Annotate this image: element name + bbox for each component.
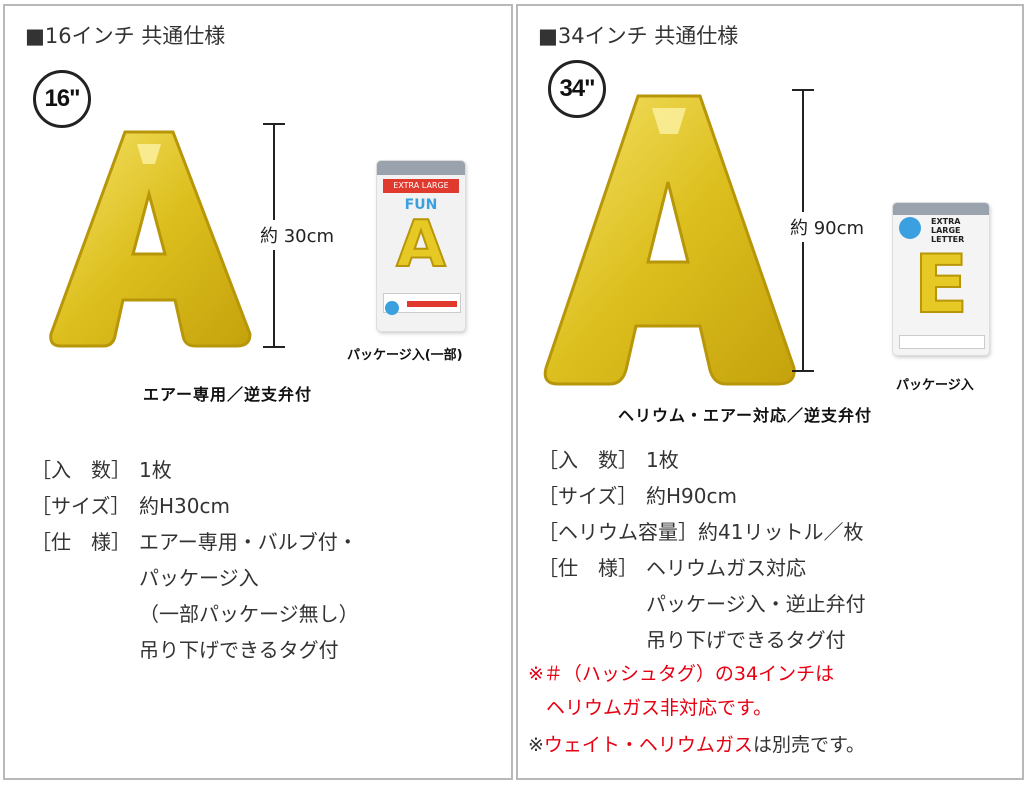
dimension-label: 約 90cm [790, 212, 865, 242]
package-label: パッケージ入(一部) [347, 348, 463, 363]
package-brand: EXTRA LARGE LETTER [931, 217, 965, 244]
spec-row: ［入 数］1枚 [538, 448, 679, 472]
feature-caption: エアー専用／逆支弁付 [143, 385, 313, 404]
spec-row: （一部パッケージ無し） [139, 602, 359, 626]
package-brand: FUN [404, 197, 438, 213]
spec-row: 吊り下げできるタグ付 [139, 638, 339, 662]
spec-list: ［入 数］1枚 ［サイズ］約H90cm ［ヘリウム容量］約41リットル／枚 ［仕… [538, 442, 866, 658]
spec-panel-34inch: ■34インチ 共通仕様 34" A 約 90cm EXTRA LARGE LET… [516, 4, 1024, 780]
spec-row: ［仕 様］ヘリウムガス対応 [538, 556, 806, 580]
helium-note-line2: ヘリウムガス非対応です。 [546, 697, 773, 719]
helium-note-line1: ※＃（ハッシュタグ）の34インチは [528, 663, 835, 685]
package-label: パッケージ入 [896, 378, 974, 393]
size-badge: 34" [548, 60, 606, 118]
spec-row: 吊り下げできるタグ付 [646, 628, 846, 652]
balloon-letter-image [543, 94, 796, 386]
spec-row: ［仕 様］エアー専用・バルブ付・ [31, 530, 358, 554]
package-letter: E [913, 238, 970, 331]
balloon-letter-image [49, 130, 252, 348]
spec-panel-16inch: ■16インチ 共通仕様 16" A 約 30cm EXTRA LARGE FUN… [3, 4, 513, 780]
spec-row: パッケージ入 [139, 566, 259, 590]
spec-row: ［サイズ］約H90cm [538, 484, 737, 508]
package-image: EXTRA LARGE LETTER E [893, 203, 989, 355]
sold-separately-note: ※ウェイト・ヘリウムガスは別売です。 [528, 734, 866, 756]
spec-row: パッケージ入・逆止弁付 [646, 592, 866, 616]
package-letter: A [395, 208, 447, 282]
panel-heading: ■34インチ 共通仕様 [538, 24, 739, 48]
size-badge: 16" [33, 70, 91, 128]
feature-caption: ヘリウム・エアー対応／逆支弁付 [618, 406, 873, 425]
spec-row: ［入 数］1枚 [31, 458, 172, 482]
spec-list: ［入 数］1枚 ［サイズ］約H30cm ［仕 様］エアー専用・バルブ付・ パッケ… [31, 452, 359, 668]
dimension-cap-bottom [792, 370, 814, 372]
dimension-label: 約 30cm [260, 220, 335, 250]
dimension-cap-bottom [263, 346, 285, 348]
panel-heading: ■16インチ 共通仕様 [25, 24, 226, 48]
spec-row: ［サイズ］約H30cm [31, 494, 230, 518]
package-image: EXTRA LARGE FUN A [377, 161, 465, 331]
spec-row: ［ヘリウム容量］約41リットル／枚 [538, 520, 864, 544]
